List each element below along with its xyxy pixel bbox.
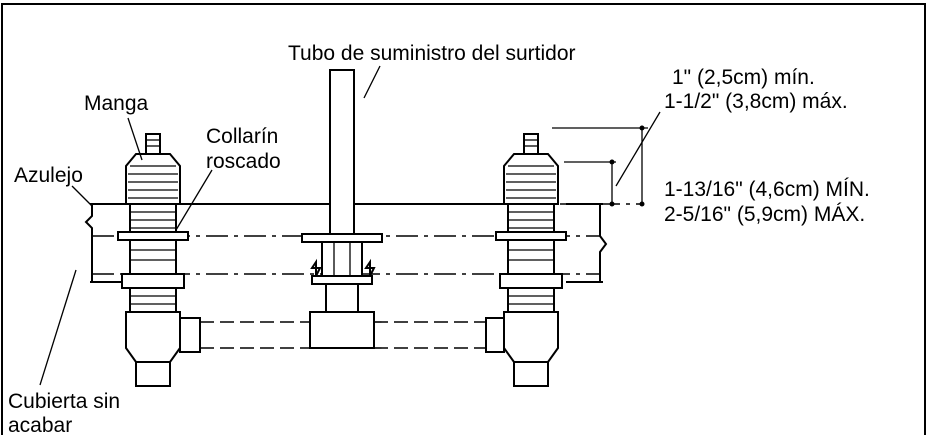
label-threaded-collar-line1: Collarín <box>206 125 278 148</box>
label-threaded-collar-line2: roscado <box>206 150 281 173</box>
diagram-frame <box>1 3 926 435</box>
label-sleeve: Manga <box>84 92 149 115</box>
right-valve <box>485 133 567 387</box>
label-unfinished-deck-line2: acabar <box>8 414 72 435</box>
label-dim-bottom-max: 2-5/16" (5,9cm) MÁX. <box>664 203 865 226</box>
label-tile: Azulejo <box>14 164 83 187</box>
center-spout <box>301 69 383 349</box>
label-dim-top-min: 1" (2,5cm) mín. <box>672 66 815 89</box>
label-dim-bottom-min: 1-13/16" (4,6cm) MÍN. <box>664 178 870 201</box>
dimension-lines <box>552 111 661 207</box>
connecting-hoses <box>200 321 486 349</box>
label-supply-tube: Tubo de suministro del surtidor <box>288 42 576 65</box>
leader-lines <box>39 65 381 386</box>
left-valve <box>117 133 201 387</box>
label-unfinished-deck-line1: Cubierta sin <box>8 390 120 413</box>
label-dim-top-max: 1-1/2" (3,8cm) máx. <box>664 90 848 113</box>
